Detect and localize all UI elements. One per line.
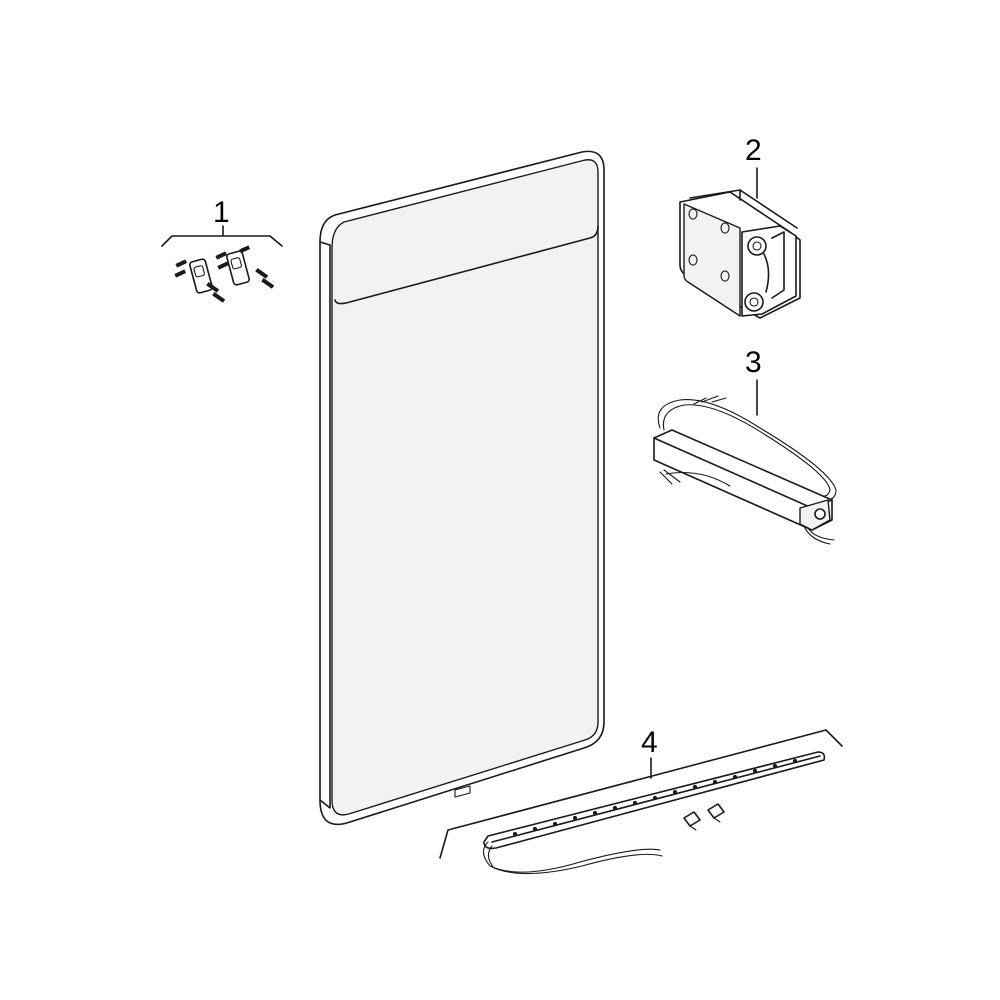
callout-2: 2 [745, 134, 762, 167]
connector-block: 2 [679, 134, 801, 319]
mirror-panel [319, 150, 605, 826]
callout-4: 4 [641, 726, 658, 759]
callout-1-leader [161, 225, 283, 247]
callout-3: 3 [745, 346, 762, 379]
led-strip: 4 [439, 726, 843, 875]
fixing-set: 1 [161, 196, 283, 303]
callout-1: 1 [213, 196, 230, 229]
power-supply: 3 [653, 346, 837, 545]
